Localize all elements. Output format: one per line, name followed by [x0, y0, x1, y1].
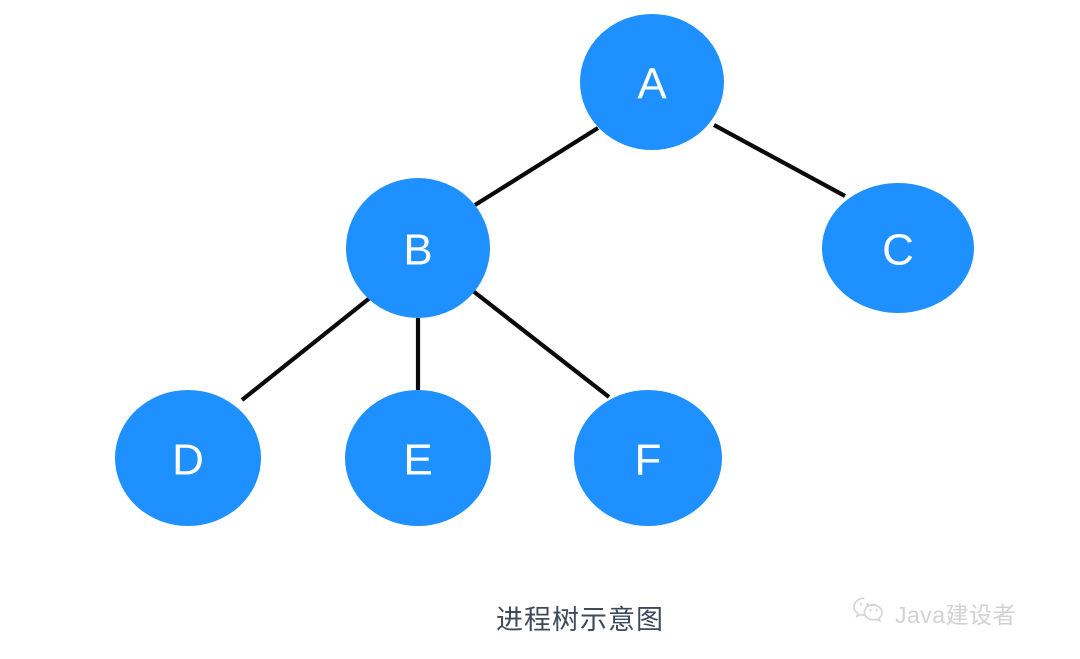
- node-c-label: C: [882, 226, 914, 275]
- node-f-label: F: [635, 436, 662, 485]
- watermark-text: Java建设者: [895, 602, 1017, 628]
- edge-group: [240, 123, 847, 402]
- node-b-circle[interactable]: [346, 178, 490, 318]
- edge-b-d: [240, 295, 373, 402]
- node-f[interactable]: F: [574, 390, 722, 526]
- edge-a-c: [712, 123, 847, 198]
- node-d-circle[interactable]: [115, 390, 261, 526]
- edge-b-f: [471, 289, 611, 399]
- watermark: Java建设者: [852, 596, 1016, 630]
- node-f-circle[interactable]: [574, 390, 722, 526]
- wechat-icon: [852, 596, 886, 630]
- node-d[interactable]: D: [115, 390, 261, 526]
- diagram-caption-text: 进程树示意图: [496, 605, 664, 635]
- node-a-circle[interactable]: [580, 14, 724, 150]
- node-c-circle[interactable]: [822, 183, 974, 313]
- diagram-caption: 进程树示意图: [0, 600, 1080, 640]
- node-e-label: E: [403, 436, 432, 485]
- edge-a-b: [473, 126, 600, 207]
- node-e[interactable]: E: [345, 390, 491, 526]
- node-c[interactable]: C: [822, 183, 974, 313]
- node-a[interactable]: A: [580, 14, 724, 150]
- node-e-circle[interactable]: [345, 390, 491, 526]
- node-b[interactable]: B: [346, 178, 490, 318]
- node-d-label: D: [172, 436, 204, 485]
- node-a-label: A: [637, 60, 667, 109]
- node-b-label: B: [403, 226, 432, 275]
